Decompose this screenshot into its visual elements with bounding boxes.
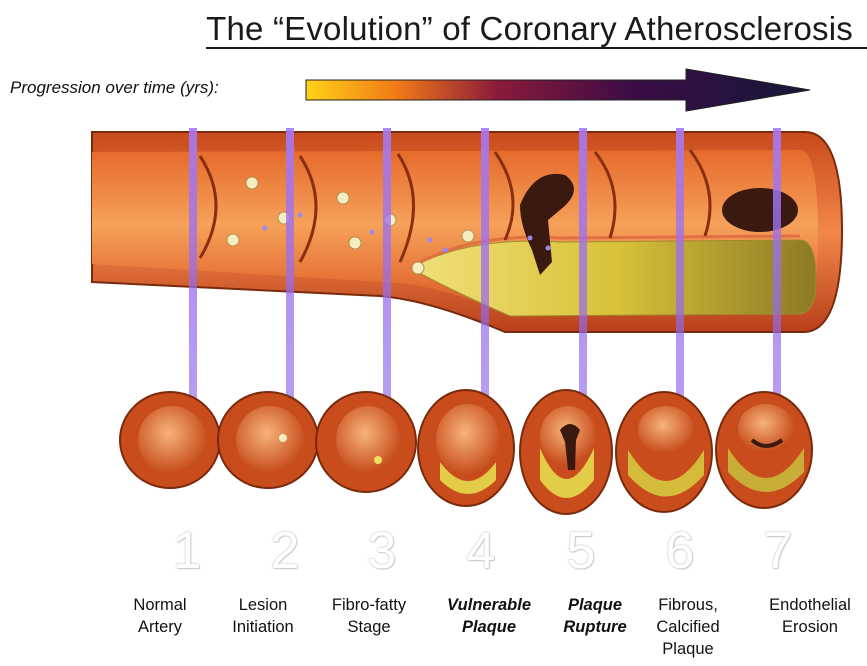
stage-label-4: Vulnerable Plaque	[434, 594, 544, 638]
stage-label-line: Endothelial	[755, 594, 865, 616]
stage-number-2: 2	[255, 521, 315, 581]
stage-label-line: Artery	[105, 616, 215, 638]
stage-label-line: Plaque	[434, 616, 544, 638]
thrombus-erosion	[722, 188, 798, 232]
cross-section-2	[218, 392, 318, 488]
cross-section-6	[616, 392, 712, 512]
cross-section-4	[418, 390, 514, 506]
stage-label-6: Fibrous, Calcified Plaque	[633, 594, 743, 660]
stage-label-line: Initiation	[208, 616, 318, 638]
cross-section-1	[120, 392, 220, 488]
stage-label-7: Endothelial Erosion	[755, 594, 865, 638]
stage-number-1: 1	[157, 521, 217, 581]
stage-number-7: 7	[748, 521, 808, 581]
stage-label-line: Lesion	[208, 594, 318, 616]
stage-number-4: 4	[451, 521, 511, 581]
cross-section-3	[316, 392, 416, 492]
stage-label-line: Normal	[105, 594, 215, 616]
stage-number-3: 3	[352, 521, 412, 581]
stage-number-5: 5	[551, 521, 611, 581]
stage-label-line: Vulnerable	[434, 594, 544, 616]
stage-number-6: 6	[650, 521, 710, 581]
stage-label-line: Calcified	[633, 616, 743, 638]
stage-label-line: Erosion	[755, 616, 865, 638]
cross-section-7	[716, 392, 812, 508]
stage-label-line: Fibrous,	[633, 594, 743, 616]
stage-label-3: Fibro-fatty Stage	[314, 594, 424, 638]
stage-label-2: Lesion Initiation	[208, 594, 318, 638]
stage-label-line: Stage	[314, 616, 424, 638]
stage-label-line: Fibro-fatty	[314, 594, 424, 616]
stage-label-1: Normal Artery	[105, 594, 215, 638]
stage-label-line: Plaque	[633, 638, 743, 660]
longitudinal-artery	[92, 132, 842, 332]
cross-section-5	[520, 390, 612, 514]
